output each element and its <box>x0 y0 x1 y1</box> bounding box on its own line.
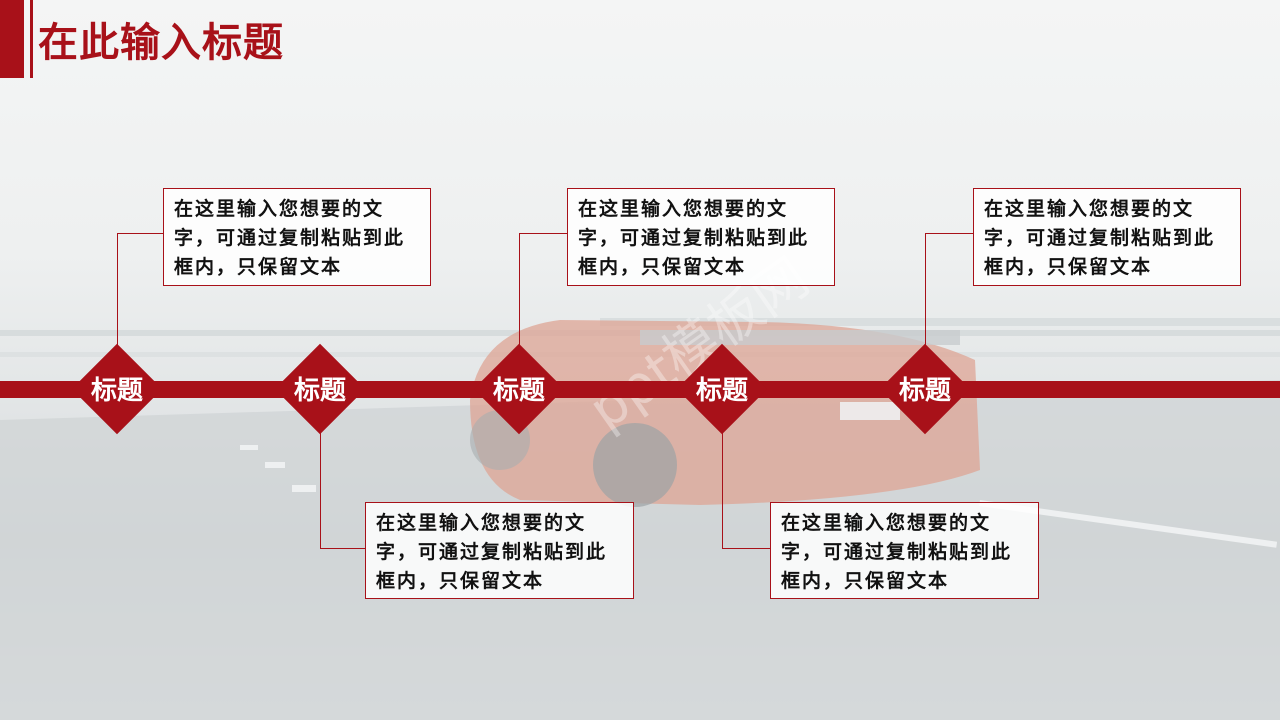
timeline-node-label: 标题 <box>293 376 346 406</box>
text-box[interactable]: 在这里输入您想要的文字，可通过复制粘贴到此框内，只保留文本 <box>770 502 1039 599</box>
text-box[interactable]: 在这里输入您想要的文字，可通过复制粘贴到此框内，只保留文本 <box>365 502 634 599</box>
connector <box>519 233 567 234</box>
timeline-node-label: 标题 <box>695 376 748 406</box>
connector <box>320 425 321 548</box>
title-accent-block <box>0 0 24 78</box>
page-title: 在此输入标题 <box>38 19 284 66</box>
text-box[interactable]: 在这里输入您想要的文字，可通过复制粘贴到此框内，只保留文本 <box>163 188 431 286</box>
connector <box>925 233 926 355</box>
connector <box>117 233 163 234</box>
timeline-node-label: 标题 <box>898 376 951 406</box>
connector <box>722 425 723 548</box>
title-accent-line <box>30 0 33 78</box>
timeline-node-label: 标题 <box>492 376 545 406</box>
timeline-bar <box>0 381 1280 398</box>
connector <box>722 548 770 549</box>
connector <box>117 233 118 355</box>
connector <box>320 548 365 549</box>
text-box[interactable]: 在这里输入您想要的文字，可通过复制粘贴到此框内，只保留文本 <box>567 188 835 286</box>
text-box[interactable]: 在这里输入您想要的文字，可通过复制粘贴到此框内，只保留文本 <box>973 188 1241 286</box>
timeline-node-label: 标题 <box>90 376 143 406</box>
connector <box>519 233 520 355</box>
connector <box>925 233 973 234</box>
